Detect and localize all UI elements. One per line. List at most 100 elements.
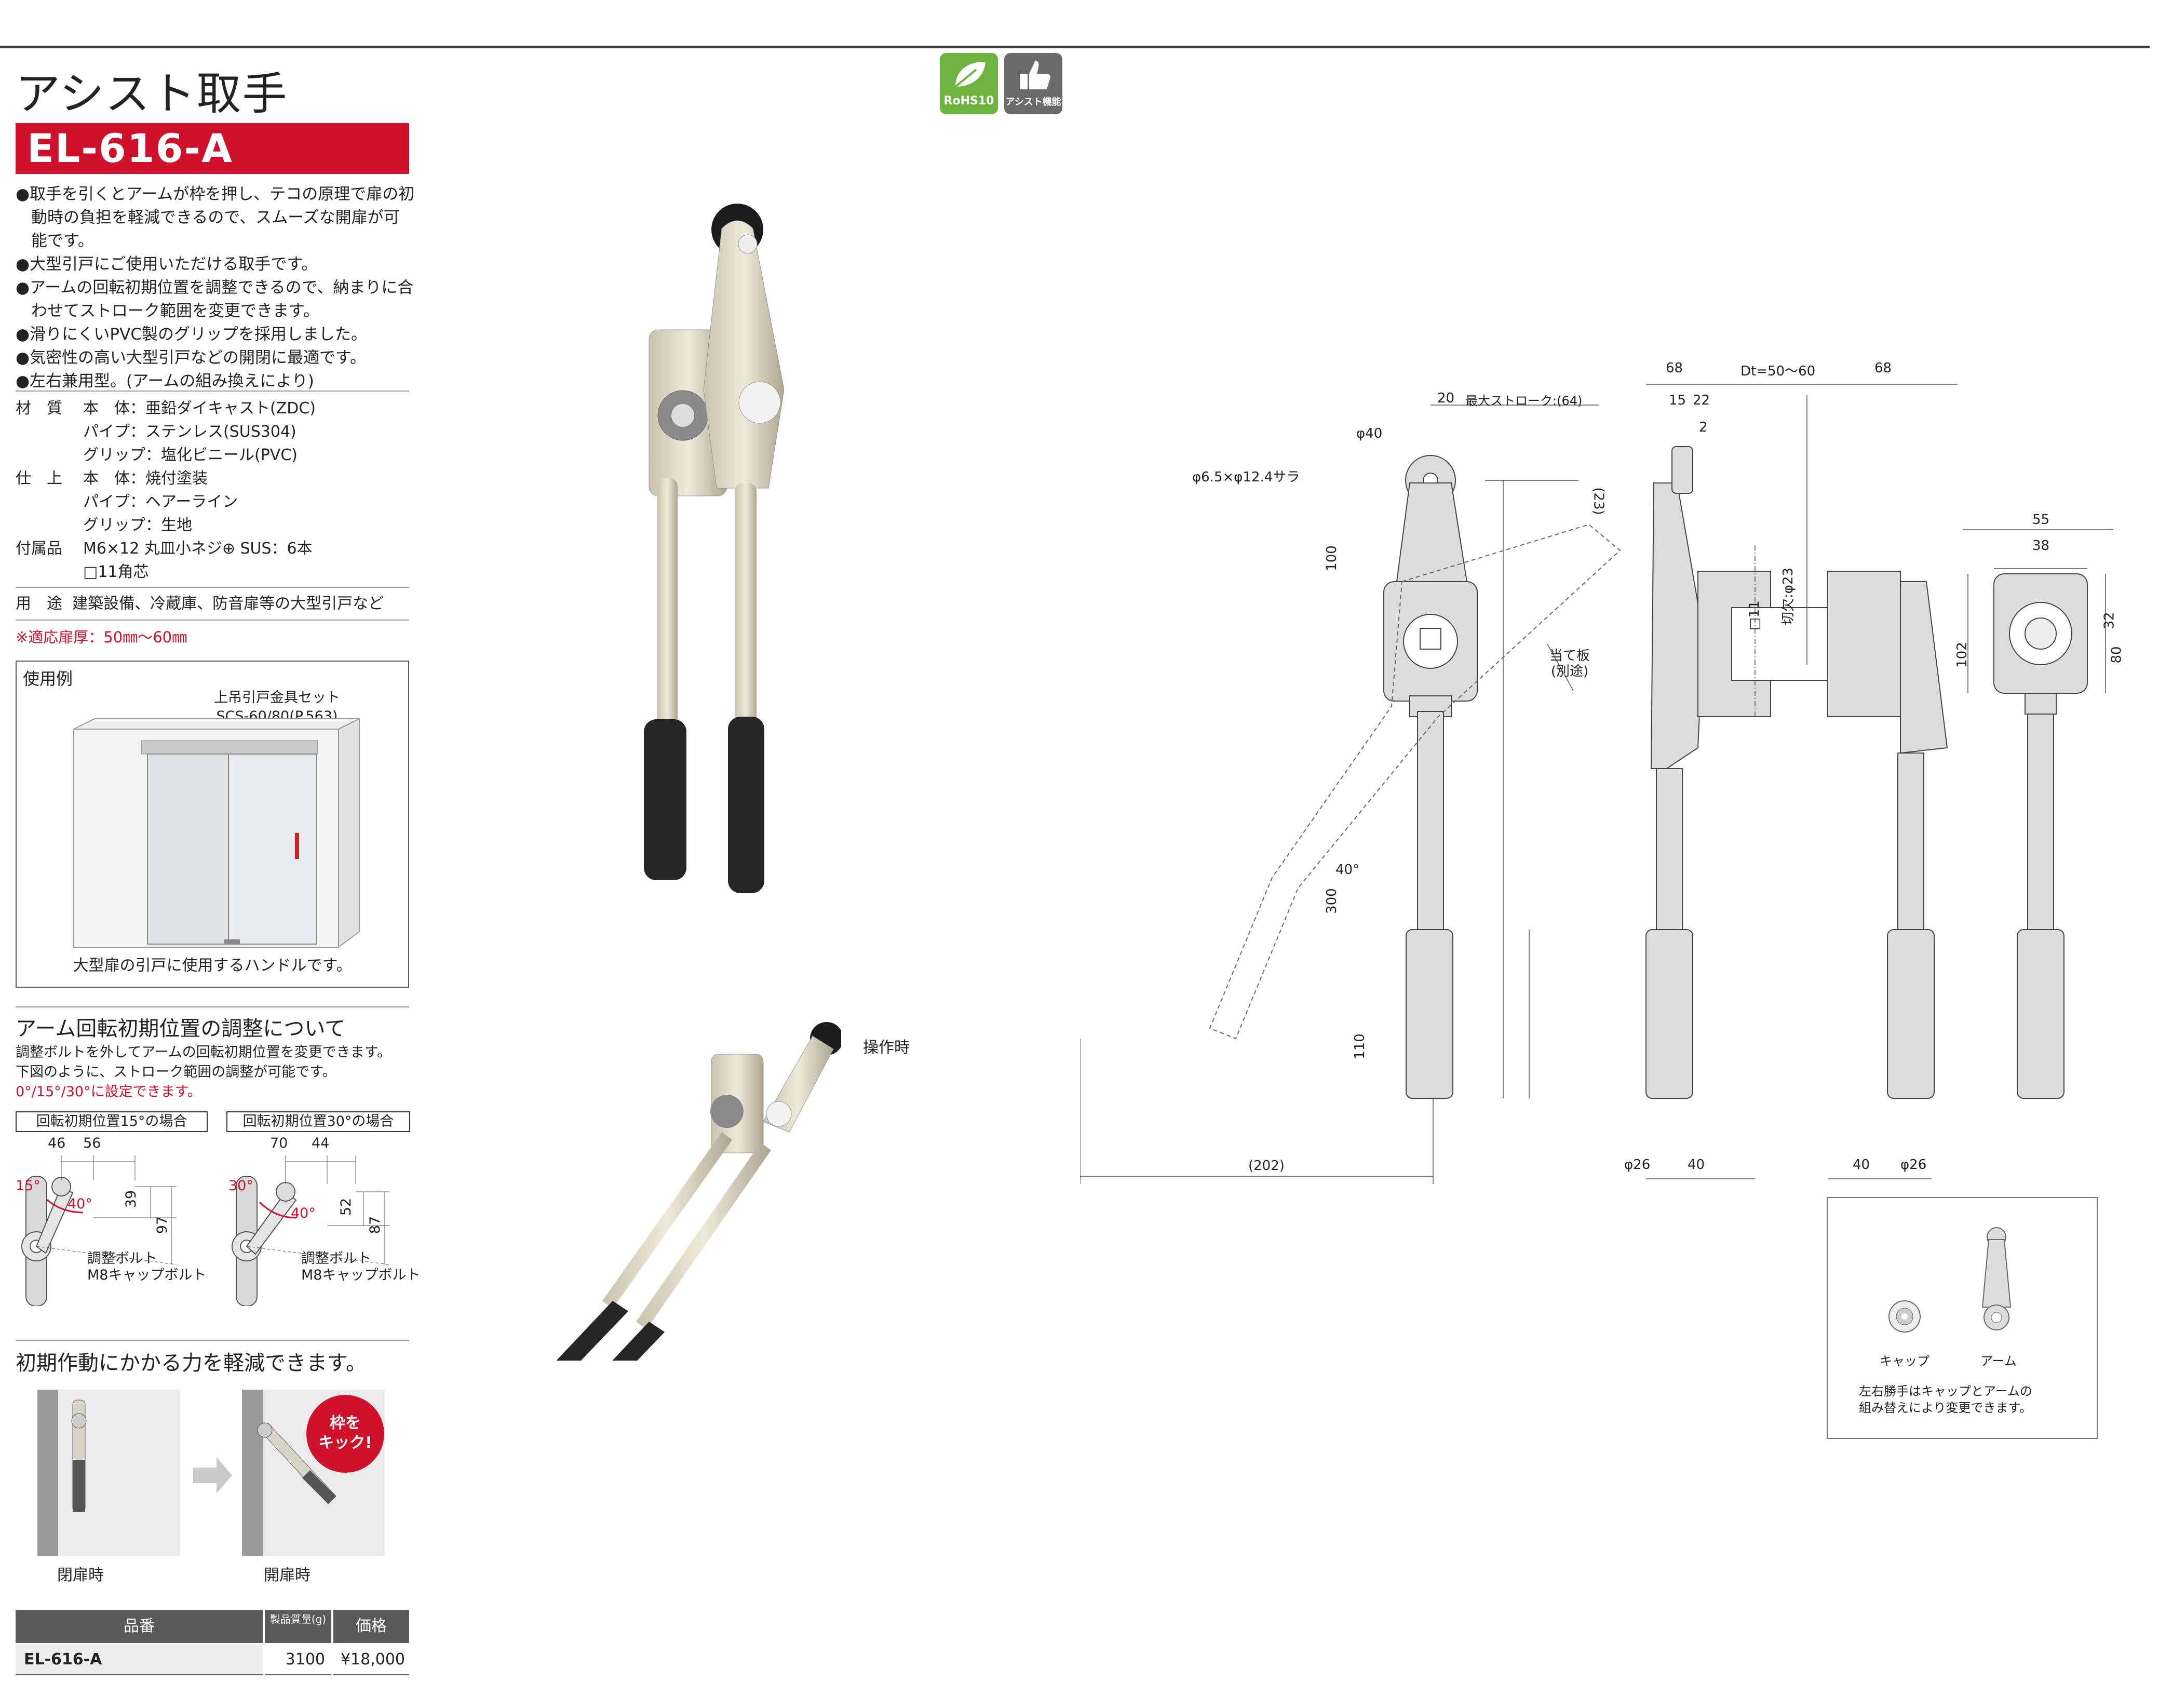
- accessory-label: 付属品: [16, 540, 62, 558]
- dim-label: φ26: [1900, 1157, 1927, 1173]
- finish-label: 仕 上: [16, 469, 62, 488]
- finish-1: 本 体：焼付塗装: [83, 469, 208, 488]
- dim-label: 110: [1352, 1033, 1368, 1059]
- material-1: 本 体：亜鉛ダイキャスト(ZDC): [83, 399, 316, 418]
- angle-label: 40°: [68, 1196, 92, 1212]
- dim-label: 97: [154, 1216, 171, 1234]
- bubble-line: 枠を: [330, 1414, 361, 1432]
- dim-label: 最大ストローク:(64): [1465, 394, 1583, 408]
- feature-item: ●大型引戸にご使用いただける取手です。: [16, 255, 318, 274]
- bolt-label-line: 調整ボルト: [301, 1250, 371, 1267]
- case30-label: 回転初期位置30°の場合: [226, 1111, 410, 1132]
- table-header-weight: 製品質量(g): [265, 1610, 331, 1643]
- door-thickness-note: ※適応扉厚：50㎜〜60㎜: [16, 628, 187, 646]
- swap-illustration: [1888, 1227, 2012, 1333]
- dim-label: 40°: [1335, 862, 1360, 878]
- reduce-title: 初期作動にかかる力を軽減できます。: [16, 1351, 367, 1375]
- kick-bubble: 枠を キック!: [306, 1395, 384, 1473]
- dim-label: 切欠:φ23: [1780, 568, 1796, 625]
- callout-line: 上吊引戸金具セット: [214, 690, 340, 706]
- swap-note-line: 組み替えにより変更できます。: [1859, 1401, 2032, 1415]
- angle-label: 15°: [16, 1178, 41, 1194]
- rohs-icon: RoHS10: [940, 53, 998, 114]
- material-2: パイプ：ステンレス(SUS304): [83, 423, 296, 441]
- dim-label: 40: [1853, 1157, 1870, 1173]
- adjust-angles: 0°/15°/30°に設定できます。: [16, 1084, 201, 1100]
- dim-label: 20: [1437, 391, 1455, 406]
- bolt-label: 調整ボルト M8キャップボルト: [87, 1249, 206, 1285]
- model-number: EL-616-A: [27, 125, 233, 171]
- adjust-diagrams: [21, 1155, 390, 1306]
- dim-label: (202): [1248, 1158, 1285, 1174]
- table-header-model: 品番: [16, 1610, 263, 1643]
- dim-label: Dt=50〜60: [1740, 364, 1816, 379]
- dim-label: □11: [1746, 600, 1762, 630]
- operating-photo: [556, 1022, 841, 1361]
- example-caption: 大型扉の引戸に使用するハンドルです。: [73, 957, 352, 975]
- dim-label: 38: [2032, 538, 2050, 554]
- dim-label: 2: [1699, 420, 1708, 435]
- dim-label: 15: [1669, 393, 1686, 408]
- assist-icon: アシスト機能: [1004, 53, 1062, 114]
- dim-label: 80: [2109, 646, 2125, 664]
- swap-note-line: 左右勝手はキャップとアームの: [1859, 1384, 2032, 1398]
- divider: [16, 391, 409, 392]
- feature-item: ●アームの回転初期位置を調整できるので、納まりに合わせてストローク範囲を変更でき…: [16, 278, 414, 320]
- adjust-desc-line: 調整ボルトを外してアームの回転初期位置を変更できます。: [16, 1044, 392, 1060]
- bubble-line: キック!: [318, 1434, 372, 1452]
- divider: [16, 1340, 409, 1341]
- adjust-title: アーム回転初期位置の調整について: [16, 1017, 346, 1041]
- arm-label: アーム: [1980, 1354, 2017, 1368]
- dim-label: 46: [48, 1135, 66, 1151]
- dim-label: 300: [1324, 888, 1340, 914]
- open-label: 開扉時: [264, 1566, 311, 1584]
- table-cell-model: EL-616-A: [16, 1644, 263, 1675]
- dim-label: φ6.5×φ12.4サラ: [1192, 469, 1300, 485]
- bolt-label-line: M8キャップボルト: [87, 1267, 207, 1283]
- price-table: 品番 製品質量(g) 価格 EL-616-A 3100 ¥18,000: [16, 1610, 409, 1680]
- usage-example-box: 使用例 上吊引戸金具セット SCS-60/80(P.563) 大型扉の引戸に使用…: [16, 661, 409, 988]
- dim-label: 44: [312, 1135, 330, 1151]
- dim-label: 102: [1954, 642, 1970, 668]
- angle-label: 40°: [291, 1205, 316, 1221]
- operating-label: 操作時: [863, 1039, 910, 1057]
- finish-2: パイプ：ヘアーライン: [83, 493, 238, 511]
- divider: [16, 1006, 409, 1007]
- dim-label: 100: [1324, 545, 1340, 571]
- dim-label: 39: [123, 1190, 140, 1208]
- use-text: 建築設備、冷蔵庫、防音扉等の大型引戸など: [72, 595, 384, 613]
- dim-label: 87: [367, 1216, 384, 1234]
- dim-label: 68: [1666, 360, 1683, 376]
- closed-label: 閉扉時: [57, 1566, 104, 1584]
- adjust-description: 調整ボルトを外してアームの回転初期位置を変更できます。 下図のように、ストローク…: [16, 1043, 415, 1102]
- cap-label: キャップ: [1880, 1354, 1929, 1368]
- dim-label: 40: [1688, 1157, 1705, 1173]
- dim-label: 32: [2101, 612, 2117, 629]
- feature-item: ●左右兼用型。(アームの組み換えにより): [16, 372, 314, 391]
- dim-label: (23): [1590, 487, 1607, 515]
- example-title: 使用例: [23, 669, 73, 689]
- dim-label: (別途): [1550, 664, 1589, 679]
- model-banner: EL-616-A: [16, 123, 409, 174]
- accessory-2: □11角芯: [83, 563, 149, 581]
- feature-list: ●取手を引くとアームが枠を押し、テコの原理で扉の初動時の負担を軽減できるので、ス…: [16, 183, 415, 393]
- dim-label: 52: [338, 1198, 355, 1216]
- technical-drawing: [1080, 384, 2113, 1184]
- table-cell-weight: 3100: [265, 1644, 331, 1675]
- bolt-label: 調整ボルト M8キャップボルト: [301, 1249, 420, 1285]
- top-rule: [0, 46, 2150, 48]
- dim-label: 55: [2032, 512, 2050, 528]
- accessory-1: M6×12 丸皿小ネジ⊕ SUS：6本: [83, 540, 313, 558]
- use-row: 用 途 建築設備、冷蔵庫、防音扉等の大型引戸など: [16, 592, 384, 615]
- product-photo: [644, 204, 785, 893]
- door-illustration: [73, 718, 360, 948]
- assist-label: アシスト機能: [1005, 97, 1061, 107]
- material-label: 材 質: [16, 399, 62, 418]
- dim-label: 当て板: [1549, 648, 1590, 664]
- dim-label: 56: [83, 1135, 101, 1151]
- dim-label: φ26: [1624, 1157, 1651, 1173]
- feature-item: ●滑りにくいPVC製のグリップを採用しました。: [16, 325, 367, 344]
- feature-item: ●気密性の高い大型引戸などの開閉に最適です。: [16, 348, 366, 367]
- case15-label: 回転初期位置15°の場合: [16, 1111, 208, 1132]
- table-header-price: 価格: [333, 1610, 409, 1643]
